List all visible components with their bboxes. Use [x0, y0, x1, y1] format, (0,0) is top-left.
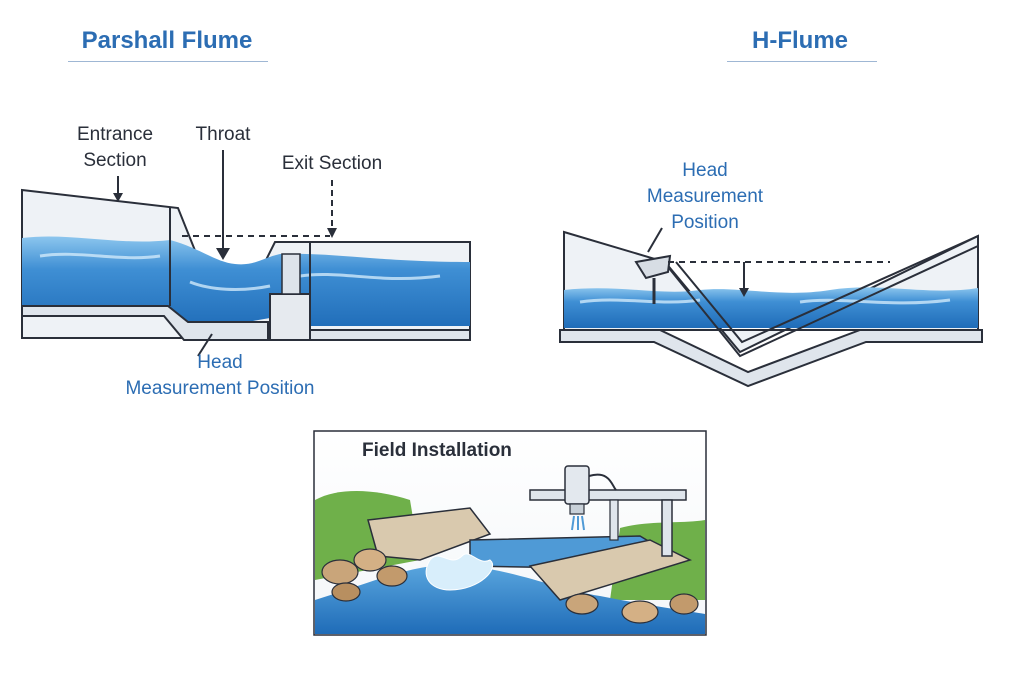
parshall-head-label: Head Measurement Position [100, 350, 340, 402]
hflume-wave-highlight [799, 298, 951, 305]
field-sensor-beam [529, 489, 687, 501]
field-rock [565, 593, 599, 615]
parshall-title-underline [68, 61, 268, 62]
hflume-head-arrow-head [739, 288, 749, 297]
field-sensor-post-left [609, 499, 619, 541]
hflume-head-pointer [647, 227, 663, 253]
parshall-floor-exit [267, 329, 471, 341]
exit-pointer-head [327, 228, 337, 238]
parshall-head-line1: Head [197, 352, 243, 373]
field-rock [353, 548, 387, 572]
parshall-throat-pillar [269, 293, 311, 341]
h-flume-drawing [559, 227, 983, 388]
field-water-splash [425, 553, 493, 591]
field-right-wall [528, 539, 693, 601]
field-rock [669, 593, 699, 615]
h-flume-title-underline [727, 61, 877, 62]
entrance-label-line1: Entrance [76, 124, 154, 145]
entrance-label-line2: Section [83, 150, 147, 171]
field-sensor-head [569, 503, 585, 515]
hflume-head-line1: Head [682, 160, 728, 181]
field-installation-panel [313, 430, 707, 636]
parshall-head-line2: Measurement Position [125, 378, 315, 399]
parshall-wave-highlight [189, 280, 271, 291]
field-rock [331, 582, 361, 602]
field-rock [321, 559, 359, 585]
hflume-head-line2: Measurement [646, 186, 764, 207]
hflume-floor [559, 329, 983, 388]
hflume-wave-highlight [579, 298, 701, 304]
entrance-pointer-head [113, 193, 123, 202]
entrance-section-label: Entrance Section [60, 122, 170, 174]
head-pointer [197, 333, 213, 357]
field-sensor-cable [588, 473, 617, 491]
field-sensor-beam-signal [571, 515, 575, 531]
throat-pointer-head [216, 248, 230, 260]
field-rock [621, 600, 659, 624]
field-installation-title: Field Installation [362, 440, 512, 461]
exit-section-label: Exit Section [281, 153, 383, 174]
parshall-throat-post [281, 253, 301, 295]
parshall-flume-drawing [21, 150, 471, 357]
field-rock [376, 565, 408, 587]
throat-label: Throat [195, 124, 251, 145]
hflume-head-label: Head Measurement Position [620, 158, 790, 236]
hflume-head-line3: Position [671, 212, 739, 233]
hflume-v-wall [663, 245, 979, 358]
hflume-sensor-icon [634, 254, 672, 280]
field-stream [315, 564, 705, 634]
field-sensor-beam-signal [581, 515, 585, 531]
field-sensor-icon [564, 465, 590, 505]
h-flume-title: H-Flume [752, 27, 848, 54]
parshall-wave-highlight [299, 272, 441, 281]
field-sensor-post [661, 499, 673, 557]
hflume-water [564, 287, 978, 328]
parshall-wave-highlight [39, 252, 161, 260]
hflume-v-wall-inner [675, 235, 979, 344]
parshall-flume-title: Parshall Flume [81, 27, 253, 54]
